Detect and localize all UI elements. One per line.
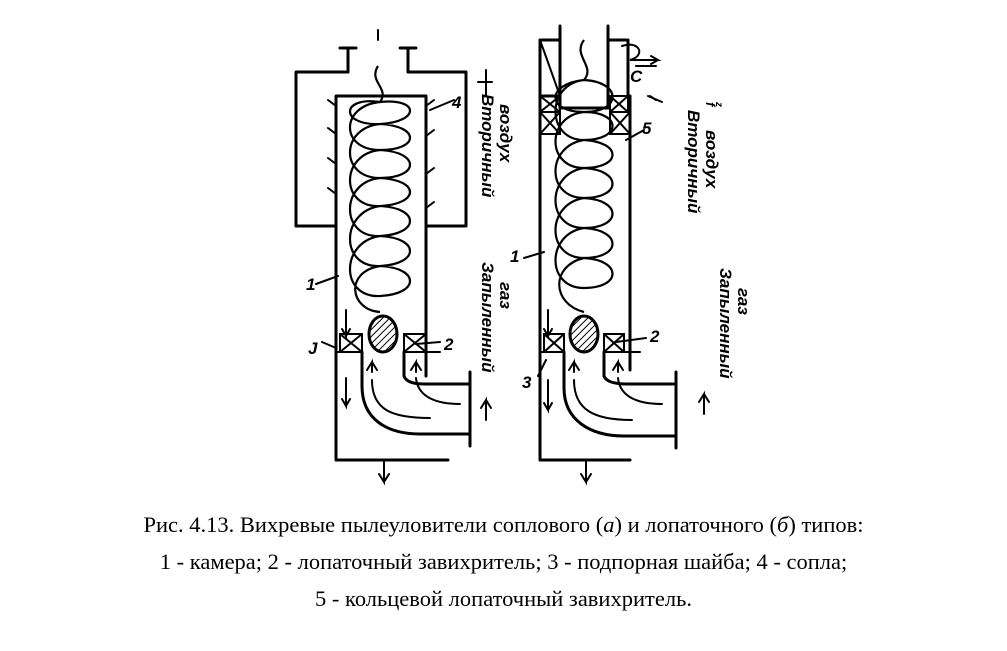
right-secondary-air-label: Вторичный воздух xyxy=(684,110,721,214)
right-inlet-arrows xyxy=(568,358,624,373)
svg-text:воздух: воздух xyxy=(702,130,721,190)
svg-text:Вторичный: Вторичный xyxy=(684,110,703,214)
svg-text:z: z xyxy=(713,101,724,107)
caption-line-1: Рис. 4.13. Вихревые пылеуловители соплов… xyxy=(143,512,864,537)
svg-text:воздух: воздух xyxy=(496,104,515,164)
right-leaders xyxy=(523,129,647,377)
left-leaders xyxy=(315,99,455,349)
right-shell xyxy=(538,38,632,462)
left-air-arrow xyxy=(477,69,493,97)
svg-text:Запыленный: Запыленный xyxy=(478,262,497,373)
left-vortex-coil xyxy=(348,65,411,314)
right-outlet-arrow xyxy=(621,43,662,65)
left-dusty-gas-arrow xyxy=(480,396,492,421)
svg-text:Вторичный: Вторичный xyxy=(478,94,497,198)
right-vortex-coil xyxy=(554,39,614,314)
right-swirler-hub xyxy=(568,314,600,354)
left-dusty-gas-label: Запыленный газ xyxy=(478,262,515,373)
right-small-mark: f z xyxy=(703,101,724,108)
left-label-nozzles: 4 xyxy=(451,93,462,112)
figure-caption: Рис. 4.13. Вихревые пылеуловители соплов… xyxy=(0,506,1007,617)
svg-text:газ: газ xyxy=(734,288,753,315)
right-top-hatch xyxy=(539,39,561,97)
left-label-washer: J xyxy=(308,339,318,358)
right-down-arrows xyxy=(543,309,592,486)
right-top-outlet xyxy=(558,24,610,110)
right-label-ring-swirler: 5 xyxy=(642,119,652,138)
svg-text:газ: газ xyxy=(496,282,515,309)
svg-text:f: f xyxy=(703,102,718,108)
left-label-swirler: 2 xyxy=(443,335,454,354)
left-secondary-air-label: Вторичный воздух xyxy=(478,94,515,198)
left-top-outlet xyxy=(338,46,418,74)
right-dusty-gas-label: Запыленный газ xyxy=(716,268,753,379)
left-down-arrows xyxy=(341,309,390,486)
nozzle-type-collector: 1 2 J 4 Вторичный воздух Запыленный газ xyxy=(294,29,515,486)
left-inlet-elbow xyxy=(360,350,472,448)
right-air-arrow xyxy=(647,95,663,103)
right-inlet-elbow xyxy=(562,350,678,450)
left-nozzles xyxy=(327,99,435,209)
right-label-camera: 1 xyxy=(510,247,519,266)
right-dusty-gas-arrow xyxy=(698,390,710,415)
caption-line-3: 5 - кольцевой лопаточный завихритель. xyxy=(315,586,692,611)
vane-type-collector: 1 2 3 5 C f z Вторичный воздух Запыленны… xyxy=(510,24,753,486)
svg-text:Запыленный: Запыленный xyxy=(716,268,735,379)
right-swirler-vanes xyxy=(539,333,641,353)
left-label-camera: 1 xyxy=(306,275,315,294)
right-label-washer: 3 xyxy=(522,373,532,392)
right-ring-swirler xyxy=(539,95,631,135)
right-inlet-flow xyxy=(573,377,663,421)
right-label-top-mark: C xyxy=(630,67,643,86)
vortex-dust-collectors-diagram: 1 2 J 4 Вторичный воздух Запыленный газ xyxy=(294,24,753,486)
left-inlet-arrows xyxy=(366,358,422,373)
left-swirler-hub xyxy=(367,314,399,354)
left-air-jacket xyxy=(294,70,468,228)
left-chamber xyxy=(334,94,450,462)
caption-line-2: 1 - камера; 2 - лопаточный завихритель; … xyxy=(159,549,848,574)
right-label-swirler: 2 xyxy=(649,327,660,346)
left-inlet-flow xyxy=(371,377,461,419)
